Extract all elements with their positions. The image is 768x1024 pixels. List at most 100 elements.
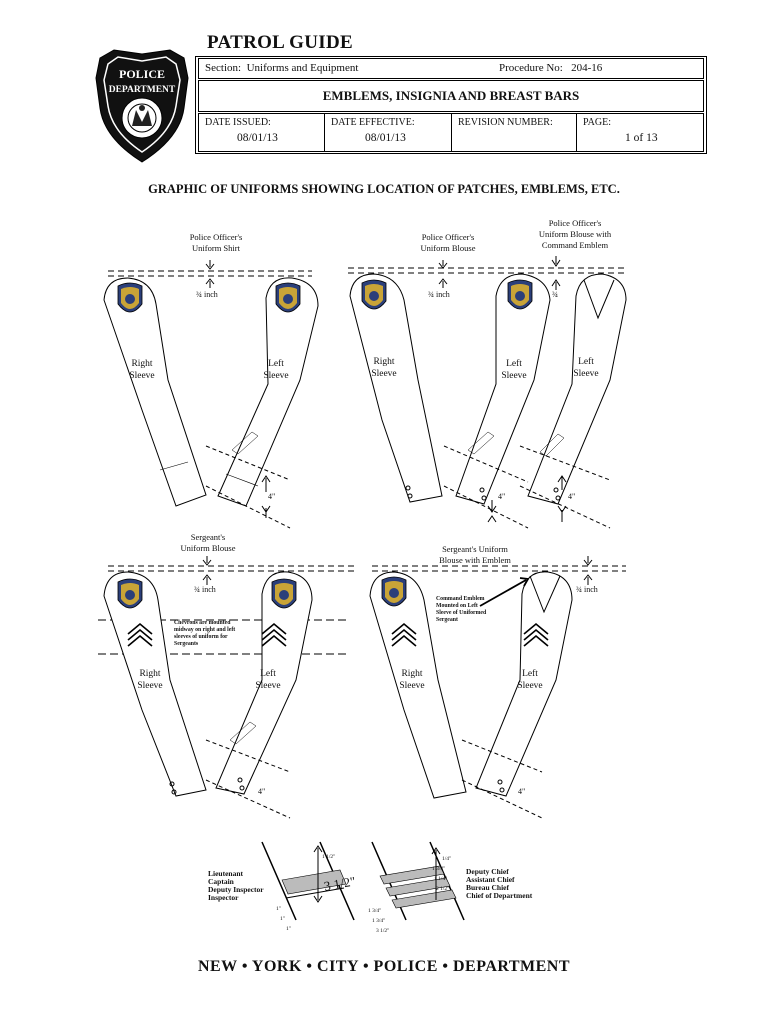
section-row: Section: Uniforms and Equipment Procedur… (198, 58, 704, 79)
officer-blouse-command-measure: ¾ (552, 290, 558, 299)
sergeant-blouse-right-sleeve-label: Right Sleeve (132, 668, 168, 692)
rank-item: Captain (208, 877, 234, 886)
date-effective-value: 08/01/13 (365, 132, 406, 144)
officer-blouse-caption: Police Officer's Uniform Blouse (398, 232, 498, 254)
sleeve-label: Left (522, 669, 538, 679)
officer-blouse-command-cuff-measure: 4" (568, 492, 576, 501)
note-line: Chevrons are mounted (174, 620, 231, 626)
footer-word: NEW (197, 958, 238, 975)
caption-line: Police Officer's (189, 232, 243, 242)
cuff-right-measure-5: 1 3/4" (368, 908, 382, 914)
date-effective-cell: DATE EFFECTIVE: 08/01/13 (325, 114, 452, 151)
officer-blouse-command-diagram (519, 256, 627, 529)
note-line: Sergeants (174, 641, 199, 647)
page-title: PATROL GUIDE (207, 32, 353, 53)
sleeve-label: Left (506, 359, 522, 369)
officer-shirt-right-sleeve-label: Right Sleeve (124, 358, 160, 382)
cuff-right-measure-1: 1/4" (442, 856, 452, 862)
sleeve-label: Left (578, 357, 594, 367)
badge-middle-text: DEPARTMENT (109, 85, 176, 95)
note-line: Command Emblem (436, 596, 485, 602)
procedure-number: 204-16 (571, 62, 603, 74)
sergeant-chevron-note: Chevrons are mounted midway on right and… (174, 620, 264, 648)
page-value: 1 of 13 (625, 132, 658, 144)
cuff-left-measure-1: 1 1/2" (322, 854, 336, 860)
sergeant-blouse-emblem-diagram (369, 556, 626, 819)
cuff-left-measure-4: 1" (286, 926, 291, 932)
officer-shirt-diagram (103, 260, 319, 529)
sleeve-label: Sleeve (255, 681, 281, 691)
footer-department-name: NEW • YORK • CITY • POLICE • DEPARTMENT (0, 958, 768, 976)
sergeant-blouse-diagram (98, 556, 354, 819)
sergeant-blouse-caption: Sergeant's Uniform Blouse (158, 532, 258, 554)
footer-separator: • (241, 958, 248, 975)
sleeve-label: Sleeve (137, 681, 163, 691)
revision-label: REVISION NUMBER: (458, 117, 553, 128)
cuff-right-measure-6: 1 3/4" (372, 918, 386, 924)
sergeant-blouse-emblem-right-sleeve-label: Right Sleeve (394, 668, 430, 692)
note-line: Sergeant (436, 617, 458, 623)
sergeant-blouse-cuff-measure: 4" (258, 787, 266, 796)
rank-item: Chief of Department (466, 891, 533, 900)
sleeve-label: Sleeve (129, 371, 155, 381)
note-line: Sleeve of Uniformed (436, 610, 487, 616)
page-label: PAGE: (583, 117, 611, 128)
date-effective-label: DATE EFFECTIVE: (331, 117, 415, 128)
caption-line: Command Emblem (541, 240, 609, 250)
sergeant-blouse-emblem-left-sleeve-label: Left Sleeve (512, 668, 548, 692)
officer-blouse-cuff-measure: 4" (498, 492, 506, 501)
cuff-right-measure-4: 2 1/2" (436, 886, 450, 892)
caption-line: Sergeant's (190, 532, 226, 542)
footer-word: DEPARTMENT (453, 958, 571, 975)
rank-item: Deputy Chief (466, 867, 509, 876)
caption-line: Uniform Shirt (192, 243, 240, 253)
sleeve-label: Right (401, 669, 423, 679)
note-line: sleeves of uniform for (174, 634, 228, 640)
officer-blouse-measure: ¾ inch (428, 290, 450, 299)
caption-line: Blouse with Emblem (439, 555, 511, 565)
revision-cell: REVISION NUMBER: (452, 114, 577, 151)
sleeve-label: Sleeve (399, 681, 425, 691)
sleeve-label: Sleeve (371, 369, 397, 379)
date-issued-value: 08/01/13 (237, 132, 278, 144)
rank-list-left: Lieutenant Captain Deputy Inspector Insp… (208, 870, 264, 902)
sleeve-label: Left (260, 669, 276, 679)
sleeve-label: Right (373, 357, 395, 367)
note-line: midway on right and left (174, 627, 236, 633)
sleeve-label: Sleeve (517, 681, 543, 691)
sleeve-label: Sleeve (501, 371, 527, 381)
officer-blouse-command-left-sleeve-label: Left Sleeve (568, 356, 604, 380)
rank-list-right: Deputy Chief Assistant Chief Bureau Chie… (466, 868, 532, 900)
officer-shirt-measure: ¾ inch (196, 290, 218, 299)
sergeant-blouse-emblem-measure: ¾ inch (576, 585, 598, 594)
nypd-shield-icon: POLICE DEPARTMENT (92, 48, 192, 164)
caption-line: Sergeant's Uniform (442, 544, 508, 554)
section-label: Section: (205, 62, 242, 74)
sergeant-blouse-left-sleeve-label: Left Sleeve (250, 668, 286, 692)
cuff-right-measure-7: 3 1/2" (376, 928, 390, 934)
caption-line: Police Officer's (421, 232, 475, 242)
sleeve-label: Right (139, 669, 161, 679)
badge-top-text: POLICE (119, 67, 165, 81)
rank-item: Assistant Chief (466, 875, 515, 884)
header-frame (195, 56, 707, 154)
officer-shirt-left-sleeve-label: Left Sleeve (258, 358, 294, 382)
cuff-left-measure-2: 1" (276, 906, 281, 912)
section-title: GRAPHIC OF UNIFORMS SHOWING LOCATION OF … (148, 182, 620, 196)
sleeve-label: Right (131, 359, 153, 369)
sleeve-label: Left (268, 359, 284, 369)
cuff-right-measure-2: 1 3/4" (432, 866, 446, 872)
procedure-label: Procedure No: (499, 62, 563, 74)
footer-separator: • (306, 958, 313, 975)
date-issued-cell: DATE ISSUED: 08/01/13 (199, 114, 325, 151)
section-value: Uniforms and Equipment (246, 62, 359, 74)
officer-blouse-diagram (348, 260, 628, 529)
caption-line: Police Officer's (548, 218, 602, 228)
footer-word: YORK (251, 958, 302, 975)
footer-word: POLICE (373, 958, 438, 975)
rank-item: Deputy Inspector (208, 885, 264, 894)
footer-separator: • (442, 958, 449, 975)
rank-item: Lieutenant (208, 869, 244, 878)
officer-blouse-left-sleeve-label: Left Sleeve (496, 358, 532, 382)
